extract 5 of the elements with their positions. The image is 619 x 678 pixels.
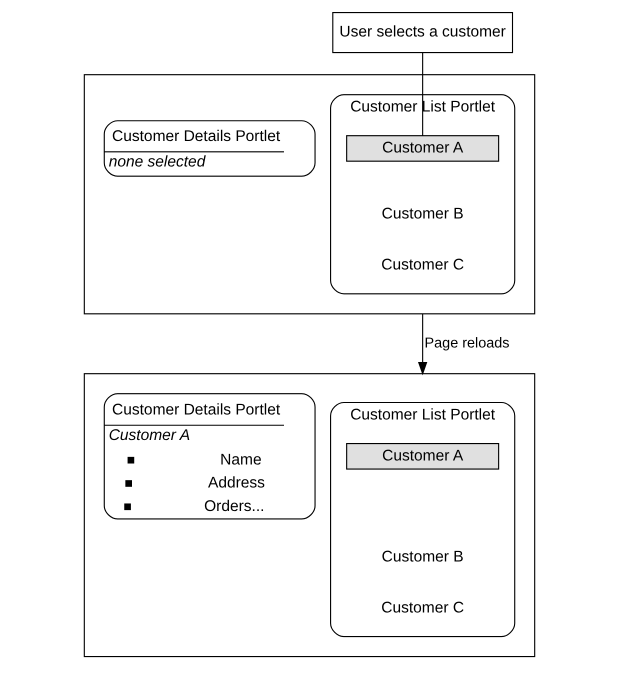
node-text: Customer C [381,256,464,274]
node-text: Customer B [382,206,464,223]
node-text: Customer C [381,599,464,616]
node-text: Customer B [382,548,464,566]
edge-label: Page reloads [424,335,510,352]
